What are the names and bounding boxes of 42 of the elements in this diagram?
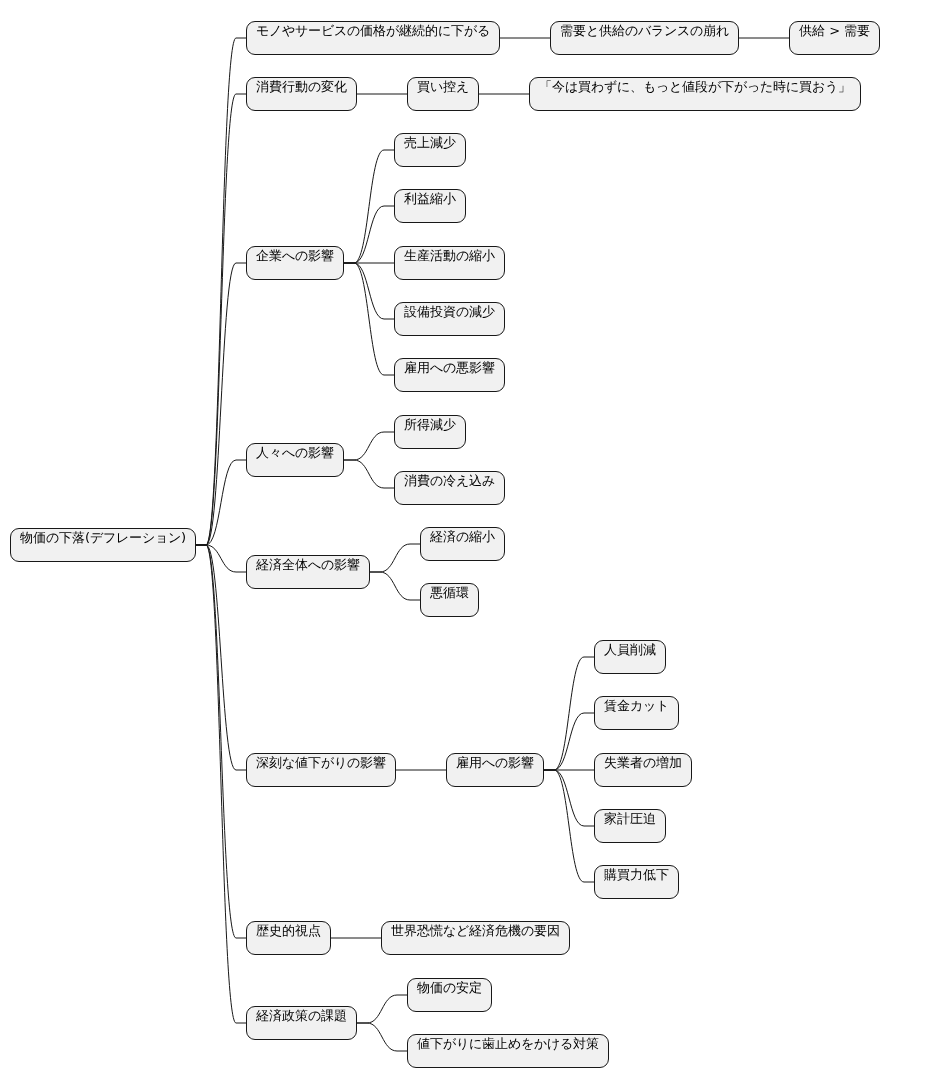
topic-box: 売上減少 xyxy=(394,133,466,167)
topic-box: 物価の安定 xyxy=(407,978,492,1012)
topic-box: モノやサービスの価格が継続的に下がる xyxy=(246,21,500,55)
topic-box: 企業への影響 xyxy=(246,246,344,280)
topic-box: 世界恐慌など経済危機の要因 xyxy=(381,921,570,955)
topic-box: 歴史的視点 xyxy=(246,921,331,955)
topic-box: 経済の縮小 xyxy=(420,527,505,561)
topic-box: 家計圧迫 xyxy=(594,809,666,843)
connector-line xyxy=(499,37,551,39)
topic-box: 賃金カット xyxy=(594,696,679,730)
topic-box: 設備投資の減少 xyxy=(394,302,505,336)
topic-box: 悪循環 xyxy=(420,583,479,617)
topic-box: 経済全体への影響 xyxy=(246,555,370,589)
connector-line xyxy=(356,93,408,95)
topic-box: 消費行動の変化 xyxy=(246,77,357,111)
topic-box: 「今は買わずに、もっと値段が下がった時に買おう」 xyxy=(529,77,861,111)
topic-box: 失業者の増加 xyxy=(594,753,692,787)
connector-line xyxy=(395,769,447,771)
topic-box: 雇用への影響 xyxy=(446,753,544,787)
connector-line xyxy=(543,769,595,883)
connector-line xyxy=(343,262,395,376)
topic-box: 深刻な値下がりの影響 xyxy=(246,753,396,787)
topic-box: 経済政策の課題 xyxy=(246,1006,357,1040)
topic-box: 利益縮小 xyxy=(394,189,466,223)
topic-box: 人々への影響 xyxy=(246,443,344,477)
connector-line xyxy=(343,459,395,489)
topic-box: 買い控え xyxy=(407,77,479,111)
topic-box: 物価の下落(デフレーション) xyxy=(10,528,197,562)
connector-line xyxy=(738,37,790,39)
connector-line xyxy=(369,571,421,601)
connector-line xyxy=(330,937,382,939)
topic-box: 生産活動の縮小 xyxy=(394,246,505,280)
topic-box: 値下がりに歯止めをかける対策 xyxy=(407,1034,609,1068)
connector-line xyxy=(356,1022,408,1052)
topic-box: 所得減少 xyxy=(394,415,466,449)
topic-box: 供給 > 需要 xyxy=(789,21,881,55)
topic-box: 需要と供給のバランスの崩れ xyxy=(550,21,739,55)
connector-line xyxy=(478,93,530,95)
topic-box: 雇用への悪影響 xyxy=(394,358,505,392)
topic-box: 消費の冷え込み xyxy=(394,471,505,505)
topic-box: 人員削減 xyxy=(594,640,666,674)
topic-box: 購買力低下 xyxy=(594,865,679,899)
